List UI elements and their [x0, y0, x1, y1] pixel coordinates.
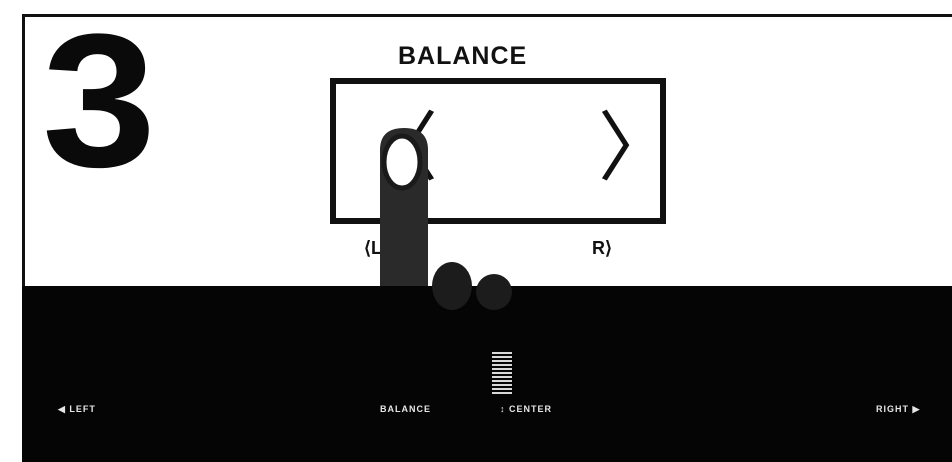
- panel-right-label: RIGHT ▶: [876, 404, 920, 415]
- left-indicator-label: ⟨L: [364, 238, 382, 259]
- panel-center-label: ↕ CENTER: [500, 404, 552, 414]
- panel-balance-label: BALANCE: [380, 404, 431, 414]
- right-indicator-label: R⟩: [592, 238, 612, 259]
- balance-slider-knob[interactable]: [490, 352, 514, 396]
- balance-screen-title: BALANCE: [398, 42, 527, 71]
- frame-top-border: [22, 14, 952, 17]
- balance-left-arrow-button[interactable]: 〈: [362, 110, 438, 186]
- control-panel: [22, 286, 952, 462]
- balance-right-arrow-button[interactable]: 〉: [598, 110, 674, 186]
- panel-left-label: ◀ LEFT: [58, 404, 96, 415]
- step-number: 3: [42, 6, 152, 196]
